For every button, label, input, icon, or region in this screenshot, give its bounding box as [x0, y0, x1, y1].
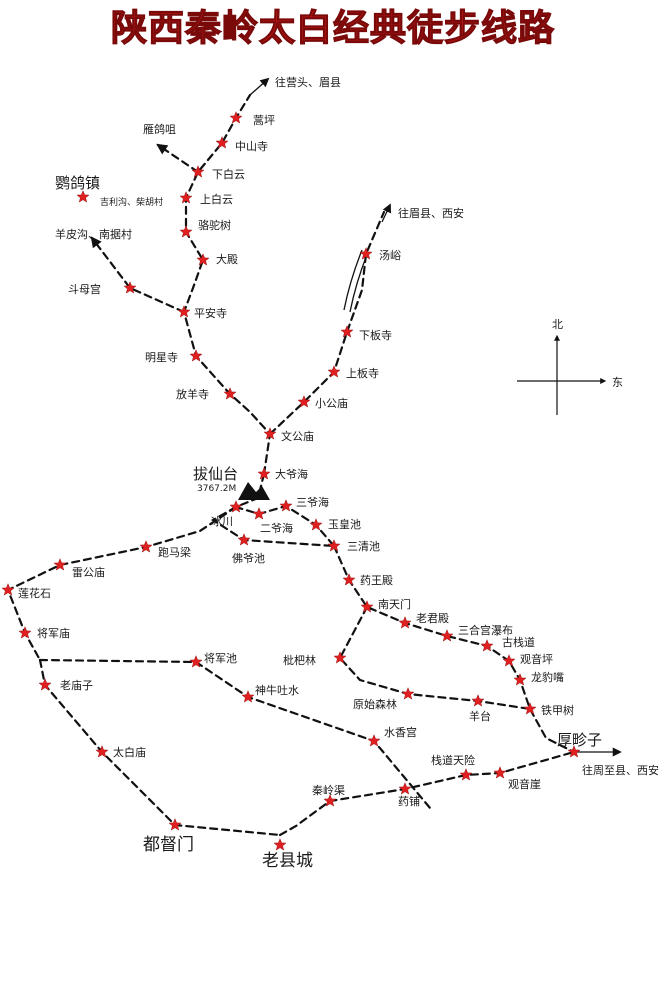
star-marker-sanyehai	[279, 499, 293, 512]
place-laoxiancheng-label: 老县城	[262, 851, 313, 871]
place-paomaliang-label: 跑马梁	[158, 545, 191, 559]
place-xiaogongmiao-label: 小公庙	[315, 396, 348, 410]
star-marker-luotuoshu	[179, 225, 193, 238]
place-leigongmiao-label: 雷公庙	[72, 565, 105, 579]
place-yinggezhen-label: 鹦鸽镇	[55, 174, 100, 192]
star-marker-eryehai	[252, 507, 266, 520]
place-pingansi-label: 平安寺	[194, 306, 227, 320]
place-yangpigou-label: 羊皮沟、南据村	[55, 227, 132, 241]
compass-east-label: 东	[612, 376, 623, 389]
place-shenniutushui-label: 神牛吐水	[255, 683, 299, 697]
place-guanyinya-label: 观音崖	[508, 777, 541, 791]
place-luotuoshu-label: 骆驼树	[198, 218, 231, 232]
place-sanhegong-label: 三合宫瀑布	[458, 623, 513, 637]
destination-zhouzhi-label: 往周至县、西安	[582, 763, 659, 777]
place-pipalin-label: 枇杷林	[283, 653, 316, 667]
place-guanyinping-label: 观音坪	[520, 652, 553, 666]
place-dayehai-label: 大爷海	[275, 467, 308, 481]
star-marker-yuhuangchi	[309, 518, 323, 531]
star-marker-sanhegong	[440, 629, 454, 642]
star-marker-jiangjunmiao	[18, 626, 32, 639]
place-haoping-label: 蒿坪	[253, 114, 275, 127]
place-doumugong-label: 斗母宫	[68, 282, 101, 296]
place-xiabansi-label: 下板寺	[359, 328, 392, 342]
star-marker-guanyinya	[493, 766, 507, 779]
place-tiejiashu-label: 铁甲树	[541, 703, 574, 717]
place-guzhandao-label: 古栈道	[502, 635, 535, 649]
place-taibaimiao-label: 太白庙	[113, 745, 146, 759]
destination-yingtou-label: 往营头、眉县	[275, 75, 341, 89]
place-laojundian-label: 老君殿	[416, 612, 449, 625]
star-marker-shenniutushui	[241, 690, 255, 703]
summit-name-label: 拔仙台	[193, 465, 238, 483]
star-marker-foyechi	[237, 533, 251, 546]
place-eryehai-label: 二爷海	[260, 521, 293, 535]
star-marker-laoxiancheng	[273, 838, 287, 851]
place-sanyehai-label: 三爷海	[296, 495, 329, 509]
place-wengongmiao-label: 文公庙	[281, 429, 314, 443]
place-fangyangsi-label: 放羊寺	[176, 387, 209, 401]
compass-north-label: 北	[552, 318, 563, 331]
summit-peak	[238, 482, 270, 500]
place-zhongshansi-label: 中山寺	[235, 140, 268, 153]
star-marker-laojundian	[398, 616, 412, 629]
star-marker-xiabansi	[340, 325, 354, 338]
place-yangtai-label: 羊台	[469, 709, 491, 723]
star-marker-tiejiashu	[523, 702, 537, 715]
place-lianhuashi-label: 莲花石	[18, 587, 51, 600]
compass: 北 东	[517, 318, 623, 415]
star-marker-yuanshisenlin	[401, 687, 415, 700]
star-marker-guanyinping	[502, 654, 516, 667]
place-zhandaotianxian-label: 栈道天险	[431, 753, 475, 767]
trail-lines	[6, 77, 622, 837]
place-sanqingchi-label: 三清池	[347, 540, 380, 553]
star-marker-longbaozui	[513, 673, 527, 686]
place-foyechi-label: 佛爷池	[232, 551, 265, 565]
star-marker-zhandaotianxian	[459, 768, 473, 781]
place-yaopu-label: 药铺	[398, 795, 420, 808]
place-mingxingsi-label: 明星寺	[145, 351, 178, 364]
star-marker-mingxingsi	[189, 349, 203, 362]
place-houzhenzi-label: 厚畛子	[557, 731, 602, 749]
place-yangezui-label: 雁鸽咀	[143, 122, 176, 136]
place-shuixianggong-label: 水香宫	[384, 725, 417, 739]
star-marker-dadian	[196, 253, 210, 266]
place-labels: 往营头、眉县 蒿坪 中山寺 雁鸽咀 下白云 上白云 鹦鸽镇 吉利沟、柴胡村 骆驼…	[18, 75, 659, 871]
place-jiligou-label: 吉利沟、柴胡村	[100, 196, 163, 208]
place-shangbansi-label: 上板寺	[346, 366, 379, 380]
summit-elevation-label: 3767.2M	[197, 484, 236, 494]
place-yuhuangchi-label: 玉皇池	[328, 517, 361, 531]
place-laomiaozi-label: 老庙子	[60, 678, 93, 692]
star-marker-lianhuashi	[1, 583, 15, 596]
place-dadian-label: 大殿	[216, 252, 238, 266]
star-marker-yaowangdian	[342, 573, 356, 586]
star-marker-leigongmiao	[53, 558, 67, 571]
place-longbaozui-label: 龙豹嘴	[531, 671, 564, 684]
place-qinlingqu-label: 秦岭渠	[312, 783, 345, 797]
map-title: 陕西秦岭太白经典徒步线路	[111, 8, 555, 49]
place-jiangjunmiao-label: 将军庙	[37, 626, 70, 640]
place-dudumen-label: 都督门	[143, 835, 194, 855]
place-tangyu-label: 汤峪	[379, 248, 401, 262]
star-marker-haoping	[229, 111, 243, 124]
place-jiangjunchi-label: 将军池	[204, 652, 237, 665]
star-marker-shuixianggong	[367, 734, 381, 747]
place-shangbaiyun-label: 上白云	[200, 192, 233, 206]
place-yaowangdian-label: 药王殿	[360, 574, 393, 587]
place-xiabaiyun-label: 下白云	[212, 167, 245, 181]
star-marker-paomaliang	[139, 540, 153, 553]
destination-meixian-xian-label: 往眉县、西安	[398, 206, 464, 220]
place-nantianmen-label: 南天门	[378, 597, 411, 611]
star-marker-yinggezhen	[76, 190, 90, 203]
star-marker-pingansi	[177, 305, 191, 318]
star-marker-guzhandao	[480, 639, 494, 652]
place-bingchuan-label: 冰川	[211, 515, 233, 528]
star-marker-yangtai	[471, 694, 485, 707]
place-yuanshisenlin-label: 原始森林	[353, 697, 397, 711]
